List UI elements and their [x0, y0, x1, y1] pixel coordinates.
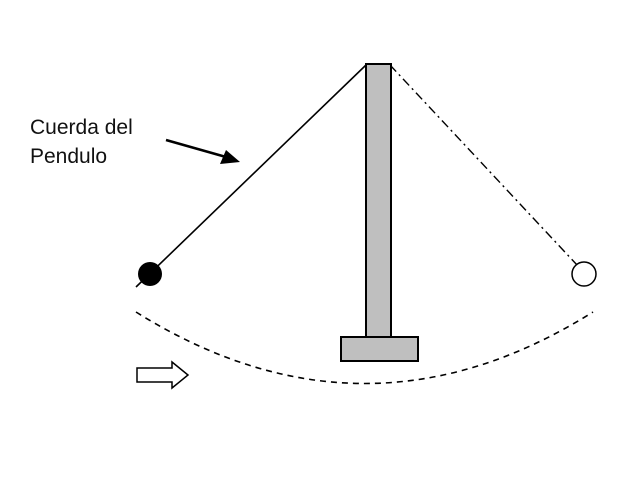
- pendulum-bob-solid: [138, 262, 162, 286]
- pendulum-string-left: [135, 64, 367, 288]
- string-label-line-1: Cuerda del: [30, 116, 133, 139]
- pendulum-bob-hollow: [571, 261, 597, 287]
- support-base: [340, 336, 419, 362]
- label-pointer-arrow: [165, 138, 240, 164]
- right-arrow-icon: [136, 360, 190, 390]
- support-post: [365, 63, 392, 338]
- pendulum-string-right: [389, 64, 579, 267]
- string-label-line-2: Pendulo: [30, 145, 107, 168]
- swing-arc: [135, 311, 594, 385]
